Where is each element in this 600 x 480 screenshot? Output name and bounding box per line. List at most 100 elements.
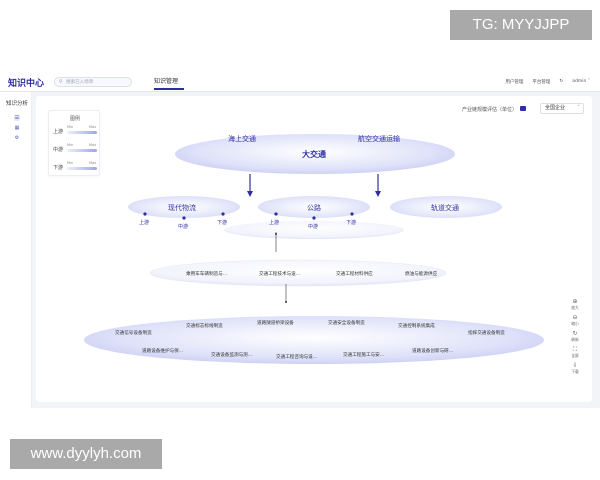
tab-active-indicator [154,88,184,90]
node-root-label[interactable]: 大交通 [302,149,326,159]
stage-downstream-label[interactable]: 下游 [217,219,227,226]
legend-label: 中游 [53,147,64,153]
node-logistics-ellipse[interactable] [128,196,240,218]
app-window: 知识中心 ⚲ 搜索已入场项 知识管理 用户管理 平台管理 ↻ admin ˅ 知… [0,72,600,408]
tab-knowledge-management[interactable]: 知识管理 [154,78,179,85]
settings-icon[interactable]: ⚙ [14,135,20,141]
node-level3-item[interactable]: 交通工程技术与设... [259,270,300,277]
legend-title: 图例 [69,116,80,122]
tool-label: 缩小 [571,321,579,326]
node-level4-item[interactable]: 交通工程施工与安... [343,351,384,358]
node-level3-item[interactable]: 燃油与能源供应 [405,270,438,277]
legend-max: Max [89,161,97,165]
legend-row-downstream: 下游 Min Max [53,161,99,173]
node-level4-item[interactable]: 交通标志标线制造 [186,322,223,329]
top-bar: 知识中心 ⚲ 搜索已入场项 知识管理 用户管理 平台管理 ↻ admin ˅ [0,72,600,92]
sidebar-title: 知识分析 [6,101,29,107]
stage-upstream-label[interactable]: 上游 [139,219,149,226]
node-maritime-label[interactable]: 海上交通 [228,134,256,143]
legend-gradient-bar [67,149,97,152]
sidebar: 知识分析 ☰ ▦ ⚙ [0,92,32,408]
stage-dot [143,212,147,216]
watermark-bottom: www.dyylyh.com [10,439,162,469]
stage-upstream-label[interactable]: 上游 [269,219,279,226]
zoom-in-icon: ⊕ [572,298,578,305]
username: admin [572,79,587,84]
stage-midstream-label[interactable]: 中游 [178,223,188,230]
zoom-in-button[interactable]: ⊕ 放大 [568,298,582,310]
edge-dot [285,301,287,303]
node-highway-ellipse[interactable] [258,196,370,218]
watermark-top: TG: MYYJJPP [450,10,592,40]
scale-filter-label: 产业链规模评估（单位） [462,107,518,113]
menu-platform-management[interactable]: 平台管理 [532,80,551,85]
tool-label: 下载 [571,369,579,374]
node-highway-label[interactable]: 公路 [307,203,321,212]
node-highway-expanded [224,221,404,239]
node-level4-item[interactable]: 交通安全设备制造 [328,319,365,326]
stage-downstream-label[interactable]: 下游 [346,219,356,226]
refresh-icon[interactable]: ↻ [559,79,564,84]
search-placeholder: 搜索已入场项 [66,80,94,85]
list-icon[interactable]: ☰ [14,115,20,121]
arrowhead [375,191,381,197]
node-level4-item[interactable]: 道路设备维护与保... [142,347,183,354]
edge-dot [275,233,277,235]
stage-dot [350,212,354,216]
stage-dot [274,212,278,216]
download-icon: ⇩ [572,362,578,369]
node-rail-ellipse[interactable] [390,196,502,218]
node-level3-item[interactable]: 乘用车车辆制造与... [186,270,227,277]
industry-chain-graph: 海上交通 航空交通运输 大交通 现代物流 公路 轨道交通 上游 中游 下游 [84,134,544,364]
scale-filter-toggle[interactable] [520,106,526,111]
node-level4-ellipse [84,316,544,364]
node-level3-item[interactable]: 交通工程材料供应 [336,270,373,277]
node-level4-item[interactable]: 交通设备监测与测... [211,351,252,358]
stage-dot [221,212,225,216]
region-select-value: 全国企业 [545,105,566,111]
region-select[interactable]: 全国企业 ˅ [540,103,584,114]
node-logistics-label[interactable]: 现代物流 [168,203,196,212]
app-logo[interactable]: 知识中心 [8,79,45,89]
node-root-ellipse[interactable] [175,134,455,174]
node-level4-item[interactable]: 道路设备创新与研... [412,347,453,354]
node-level3-ellipse [149,259,447,287]
refresh-button[interactable]: ↻ 刷新 [568,330,582,342]
menu-user-management[interactable]: 用户管理 [505,80,524,85]
node-level4-item[interactable]: 道路隧道桥梁设备 [257,319,294,326]
legend-max: Max [89,143,97,147]
grid-icon[interactable]: ▦ [14,125,20,131]
legend-min: Min [67,161,74,165]
chevron-down-icon: ˅ [587,79,590,84]
arrowhead [247,191,253,197]
legend-row-midstream: 中游 Min Max [53,143,99,155]
fullscreen-icon: ⛶ [572,346,578,353]
legend-label: 上游 [53,129,64,135]
legend-min: Min [67,143,74,147]
node-rail-label[interactable]: 轨道交通 [431,203,459,212]
node-level4-item[interactable]: 交通信号设备制造 [115,329,152,336]
download-button[interactable]: ⇩ 下载 [568,362,582,374]
legend-min: Min [67,125,74,129]
search-icon: ⚲ [59,79,63,85]
stage-midstream-label[interactable]: 中游 [308,223,318,230]
chevron-down-icon: ˅ [577,105,581,111]
node-level4-item[interactable]: 交通控制系统集成 [398,322,435,329]
stage-dot [182,216,186,220]
legend-row-upstream: 上游 Min Max [53,125,99,137]
fullscreen-button[interactable]: ⛶ 全屏 [568,346,582,358]
zoom-out-button[interactable]: ⊖ 缩小 [568,314,582,326]
zoom-out-icon: ⊖ [572,314,578,321]
node-level4-item[interactable]: 指挥交通设备制造 [468,329,505,336]
node-level4-item[interactable]: 交通工程咨询与设... [276,353,317,360]
legend-gradient-bar [67,167,97,170]
legend-gradient-bar [67,131,97,134]
tool-label: 全屏 [571,353,579,358]
user-menu[interactable]: admin ˅ [572,79,590,85]
search-input[interactable]: ⚲ 搜索已入场项 [54,77,132,87]
legend-panel: 图例 上游 Min Max 中游 Min Max 下游 Min Max [48,110,100,176]
legend-max: Max [89,125,97,129]
tool-label: 刷新 [571,337,579,342]
node-aviation-label[interactable]: 航空交通运输 [358,134,400,143]
